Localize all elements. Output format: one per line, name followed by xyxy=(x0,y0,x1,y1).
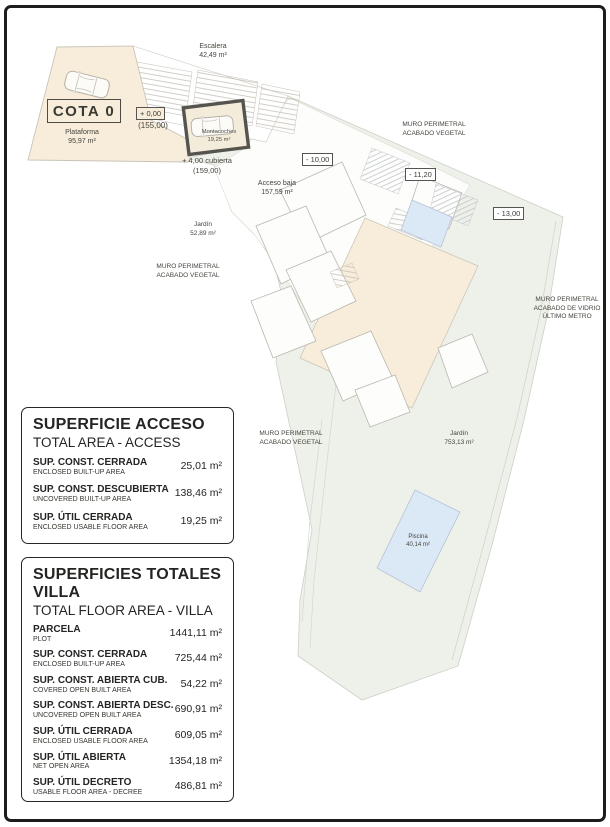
table-row: PARCELA PLOT 1441,11 m² xyxy=(33,623,222,643)
label-level-0-ref: (155,00) xyxy=(138,121,168,130)
table-row: SUP. CONST. DESCUBIERTA UNCOVERED BUILT-… xyxy=(33,484,222,504)
area-value: 690,91 m² xyxy=(174,703,222,716)
area-value: 54,22 m² xyxy=(180,677,222,690)
villa-rooms xyxy=(250,161,489,428)
table-row: SUP. ÚTIL DECRETO USABLE FLOOR AREA - DE… xyxy=(33,777,222,796)
table2-subtitle: TOTAL FLOOR AREA - VILLA xyxy=(33,602,213,618)
table-row: SUP. ÚTIL CERRADA ENCLOSED USABLE FLOOR … xyxy=(33,726,222,745)
marker-level-m11: - 11,20 xyxy=(405,168,436,181)
area-value: 19,25 m² xyxy=(180,515,222,527)
area-value: 138,46 m² xyxy=(174,487,222,500)
area-value: 25,01 m² xyxy=(180,459,222,472)
roof-pool xyxy=(400,199,453,248)
area-value: 725,44 m² xyxy=(174,652,222,665)
table-superficies-totales-villa: SUPERFICIES TOTALES VILLA TOTAL FLOOR AR… xyxy=(21,557,234,802)
table1-subtitle: TOTAL AREA - ACCESS xyxy=(33,434,181,450)
table-row: SUP. ÚTIL ABIERTA NET OPEN AREA 1354,18 … xyxy=(33,751,222,771)
area-value: 486,81 m² xyxy=(174,780,222,793)
table-row: SUP. CONST. ABIERTA CUB. COVERED OPEN BU… xyxy=(33,674,222,694)
marker-level-m10: - 10,00 xyxy=(302,153,334,166)
table-row: SUP. ÚTIL CERRADA ENCLOSED USABLE FLOOR … xyxy=(33,512,222,531)
montacoches-box xyxy=(181,98,251,157)
table2-title: SUPERFICIES TOTALES VILLA xyxy=(33,566,222,601)
table1-title: SUPERFICIE ACCESO xyxy=(33,416,205,433)
label-level-4: + 4,00 cubierta(159,00) xyxy=(182,156,232,175)
table-row: SUP. CONST. ABIERTA DESC. UNCOVERED OPEN… xyxy=(33,700,222,720)
marker-level-m13: - 13,00 xyxy=(493,207,525,220)
table-row: SUP. CONST. CERRADA ENCLOSED BUILT-UP AR… xyxy=(33,649,222,669)
piscina-pool xyxy=(376,489,461,593)
area-value: 609,05 m² xyxy=(174,729,222,741)
area-value: 1354,18 m² xyxy=(168,754,222,767)
marker-level-0: + 0,00 xyxy=(136,107,166,120)
table-row: SUP. CONST. CERRADA ENCLOSED BUILT-UP AR… xyxy=(33,456,222,476)
area-value: 1441,11 m² xyxy=(169,626,222,639)
table-superficie-acceso: SUPERFICIE ACCESO TOTAL AREA - ACCESS SU… xyxy=(21,407,234,544)
label-cota0: COTA 0 xyxy=(47,99,121,123)
